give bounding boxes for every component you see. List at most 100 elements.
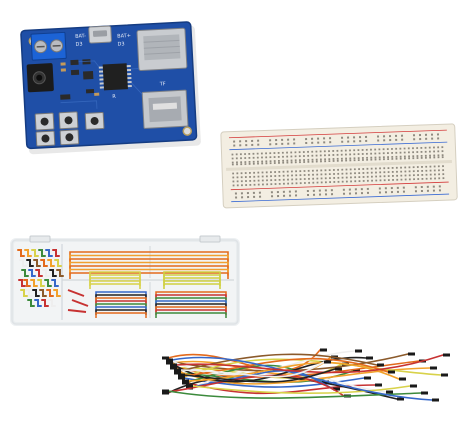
short-jumper bbox=[67, 289, 89, 313]
breadboard-hole bbox=[349, 172, 352, 175]
short-jumper bbox=[48, 299, 56, 307]
breadboard-hole bbox=[233, 140, 236, 143]
breadboard-hole bbox=[236, 184, 239, 187]
breadboard-hole bbox=[257, 139, 260, 142]
breadboard-hole bbox=[305, 141, 308, 145]
pin-head bbox=[186, 384, 193, 388]
breadboard-hole bbox=[294, 161, 297, 164]
breadboard-hole bbox=[375, 179, 378, 182]
breadboard-hole bbox=[329, 137, 332, 140]
pin-head bbox=[443, 353, 450, 357]
breadboard-hole bbox=[375, 175, 378, 178]
breadboard-hole bbox=[421, 169, 424, 172]
breadboard-hole bbox=[332, 150, 335, 152]
breadboard-hole bbox=[252, 156, 255, 159]
breadboard-hole bbox=[421, 177, 424, 180]
short-jumper bbox=[17, 249, 25, 257]
breadboard-hole bbox=[233, 144, 236, 147]
breadboard-hole bbox=[286, 151, 288, 154]
breadboard-hole bbox=[390, 191, 394, 194]
short-jumper bbox=[46, 289, 54, 297]
breadboard-hole bbox=[347, 140, 350, 143]
breadboard-hole bbox=[286, 174, 289, 177]
breadboard-hole bbox=[354, 188, 357, 191]
breadboard-hole bbox=[438, 189, 441, 192]
breadboard-hole bbox=[315, 150, 318, 153]
pin-head bbox=[364, 376, 371, 380]
breadboard-hole bbox=[282, 161, 285, 164]
breadboard-hole bbox=[441, 154, 444, 157]
breadboard-hole bbox=[278, 174, 281, 177]
breadboard-hole bbox=[392, 178, 394, 181]
breadboard-hole bbox=[286, 155, 289, 158]
breadboard-hole bbox=[274, 179, 277, 181]
breadboard-hole bbox=[341, 168, 344, 171]
pin-head bbox=[430, 366, 437, 370]
breadboard-hole bbox=[403, 151, 406, 154]
breadboard-hole bbox=[383, 139, 386, 142]
breadboard-hole bbox=[403, 155, 406, 158]
breadboard-hole bbox=[320, 160, 322, 163]
breadboard-hole bbox=[417, 178, 420, 180]
breadboard-hole bbox=[366, 171, 369, 174]
breadboard-hole bbox=[360, 188, 363, 191]
pin-head bbox=[355, 349, 362, 353]
screw-terminal bbox=[30, 31, 67, 61]
breadboard-hole bbox=[353, 140, 356, 143]
breadboard-hole bbox=[261, 156, 263, 159]
breadboard-hole bbox=[419, 138, 422, 141]
breadboard-hole bbox=[429, 165, 432, 168]
short-jumper bbox=[44, 279, 52, 287]
breadboard-hole bbox=[358, 168, 360, 171]
breadboard-hole bbox=[294, 151, 297, 154]
rail-blue-bottom bbox=[231, 193, 450, 203]
pin-head bbox=[333, 387, 340, 391]
breadboard-hole bbox=[387, 175, 390, 177]
breadboard-hole bbox=[424, 154, 427, 157]
breadboard-hole bbox=[429, 169, 432, 172]
breadboard-hole bbox=[235, 196, 238, 199]
breadboard-hole bbox=[337, 172, 340, 175]
breadboard-hole bbox=[432, 189, 435, 192]
breadboard-hole bbox=[362, 176, 365, 178]
pcb-label-bat-plus: BAT+ bbox=[117, 33, 131, 40]
breadboard-hole bbox=[277, 151, 280, 154]
breadboard-hole bbox=[308, 181, 311, 184]
breadboard-hole bbox=[303, 182, 306, 184]
breadboard-hole bbox=[330, 193, 334, 196]
breadboard-hole bbox=[384, 191, 388, 194]
short-jumper bbox=[23, 279, 31, 287]
short-jumper bbox=[39, 289, 47, 297]
breadboard-hole bbox=[384, 187, 387, 190]
breadboard-hole bbox=[317, 141, 320, 144]
breadboard-hole bbox=[257, 143, 260, 146]
short-jumper bbox=[19, 259, 27, 267]
breadboard-hole bbox=[407, 147, 410, 150]
breadboard-hole bbox=[290, 159, 293, 162]
breadboard-hole bbox=[400, 174, 403, 177]
breadboard-hole bbox=[413, 178, 415, 181]
short-jumper bbox=[38, 249, 46, 257]
breadboard-hole bbox=[429, 173, 432, 176]
breadboard-hole bbox=[399, 157, 402, 160]
pin-head bbox=[322, 380, 329, 384]
breadboard-hole bbox=[412, 147, 414, 150]
breadboard-hole bbox=[312, 193, 316, 196]
breadboard-hole bbox=[256, 156, 259, 159]
breadboard-hole bbox=[340, 149, 343, 152]
breadboard-hole bbox=[332, 154, 335, 156]
breadboard-hole bbox=[281, 142, 284, 145]
breadboard-hole bbox=[333, 173, 335, 175]
breadboard-hole bbox=[441, 150, 444, 153]
breadboard-hole bbox=[407, 151, 410, 154]
breadboard-hole bbox=[401, 138, 404, 141]
breadboard-hole bbox=[295, 194, 298, 197]
breadboard-hole bbox=[379, 179, 382, 182]
breadboard-hole bbox=[377, 139, 380, 142]
breadboard-hole bbox=[252, 152, 255, 155]
breadboard-hole bbox=[252, 162, 255, 165]
breadboard-hole bbox=[353, 149, 356, 152]
breadboard-hole bbox=[362, 168, 365, 170]
breadboard-hole bbox=[286, 170, 289, 173]
breadboard-hole bbox=[312, 181, 315, 184]
